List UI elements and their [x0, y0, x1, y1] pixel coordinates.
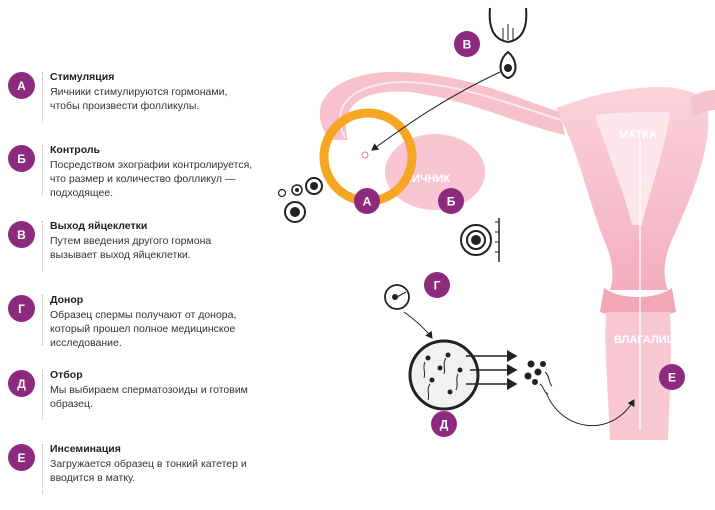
step-badge: Г: [8, 295, 35, 322]
desc-line: который прошел полное медицинское: [50, 323, 236, 335]
insemination-arrow: [545, 391, 635, 427]
svg-text:А: А: [363, 195, 372, 209]
svg-text:В: В: [463, 38, 472, 52]
ovary-label: ЯИЧНИК: [404, 173, 450, 185]
egg-release-icon: [488, 7, 528, 80]
marker-d: Г: [424, 272, 450, 298]
divider: [42, 444, 43, 494]
desc-line: Яичники стимулируются гормонами,: [50, 86, 228, 98]
marker-e: Д: [431, 411, 457, 437]
step-badge: Д: [8, 370, 35, 397]
divider: [42, 370, 43, 420]
marker-c: В: [454, 31, 480, 57]
follicles-icon: [277, 177, 323, 223]
marker-b: Б: [438, 188, 464, 214]
fallopian-tube-right: [690, 90, 715, 116]
desc-line: образец.: [50, 398, 93, 410]
step-title: Выход яйцеклетки: [50, 220, 148, 232]
selection-arrows: [466, 350, 518, 390]
step-title: Донор: [50, 294, 84, 306]
marker-a: А: [354, 188, 380, 214]
step-title: Инсеминация: [50, 443, 121, 455]
step-badge: Е: [8, 444, 35, 471]
step-description: Образец спермы получают от донора, котор…: [50, 308, 270, 350]
svg-text:Д: Д: [440, 418, 449, 432]
divider: [42, 145, 43, 195]
step-title: Отбор: [50, 369, 83, 381]
uterine-cavity: [595, 112, 670, 225]
step-title: Контроль: [50, 144, 100, 156]
tube-canal-line: [339, 80, 569, 139]
step-badge: В: [8, 221, 35, 248]
step-badge: Б: [8, 145, 35, 172]
desc-line: Загружается образец в тонкий катетер и: [50, 458, 247, 470]
svg-text:Е: Е: [668, 371, 676, 385]
sperm-cluster-icon: [524, 360, 553, 395]
cervix: [600, 288, 676, 317]
desc-line: исследование.: [50, 337, 122, 349]
desc-line: подходящее.: [50, 187, 114, 199]
step-description: Путем введения другого гормона вызывает …: [50, 234, 270, 262]
step-badge: А: [8, 72, 35, 99]
desc-line: вызывает выход яйцеклетки.: [50, 249, 191, 261]
desc-line: Путем введения другого гормона: [50, 235, 212, 247]
desc-line: Мы выбираем сперматозоиды и готовим: [50, 384, 248, 396]
step-description: Мы выбираем сперматозоиды и готовим обра…: [50, 383, 270, 411]
vagina-label: ВЛАГАЛИЩЕ: [614, 334, 685, 346]
ultrasound-icon: [460, 218, 500, 262]
desc-line: вводится в матку.: [50, 472, 136, 484]
ovary: [385, 134, 485, 210]
microscope-view: [408, 339, 480, 411]
steps-list: А Стимуляция Яичники стимулируются гормо…: [0, 0, 270, 510]
divider: [42, 295, 43, 345]
fallopian-tube-left: [319, 71, 565, 140]
donor-arrow: [403, 311, 433, 339]
divider: [42, 72, 43, 122]
release-arrow: [371, 71, 501, 151]
desc-line: что размер и количество фолликул —: [50, 173, 236, 185]
uterus-label: МАТКА: [619, 129, 657, 141]
desc-line: Образец спермы получают от донора,: [50, 309, 237, 321]
step-description: Яичники стимулируются гормонами, чтобы п…: [50, 85, 270, 113]
egg-in-tube: [361, 151, 369, 159]
divider: [42, 221, 43, 271]
svg-text:Б: Б: [447, 195, 456, 209]
desc-line: чтобы произвести фолликулы.: [50, 100, 200, 112]
step-title: Стимуляция: [50, 71, 115, 83]
vagina: [605, 312, 671, 440]
donor-sperm-icon: [384, 284, 410, 310]
marker-f: Е: [659, 364, 685, 390]
svg-text:Г: Г: [434, 279, 441, 293]
step-description: Посредством эхографии контролируется, чт…: [50, 158, 270, 200]
step-description: Загружается образец в тонкий катетер и в…: [50, 457, 270, 485]
desc-line: Посредством эхографии контролируется,: [50, 159, 253, 171]
